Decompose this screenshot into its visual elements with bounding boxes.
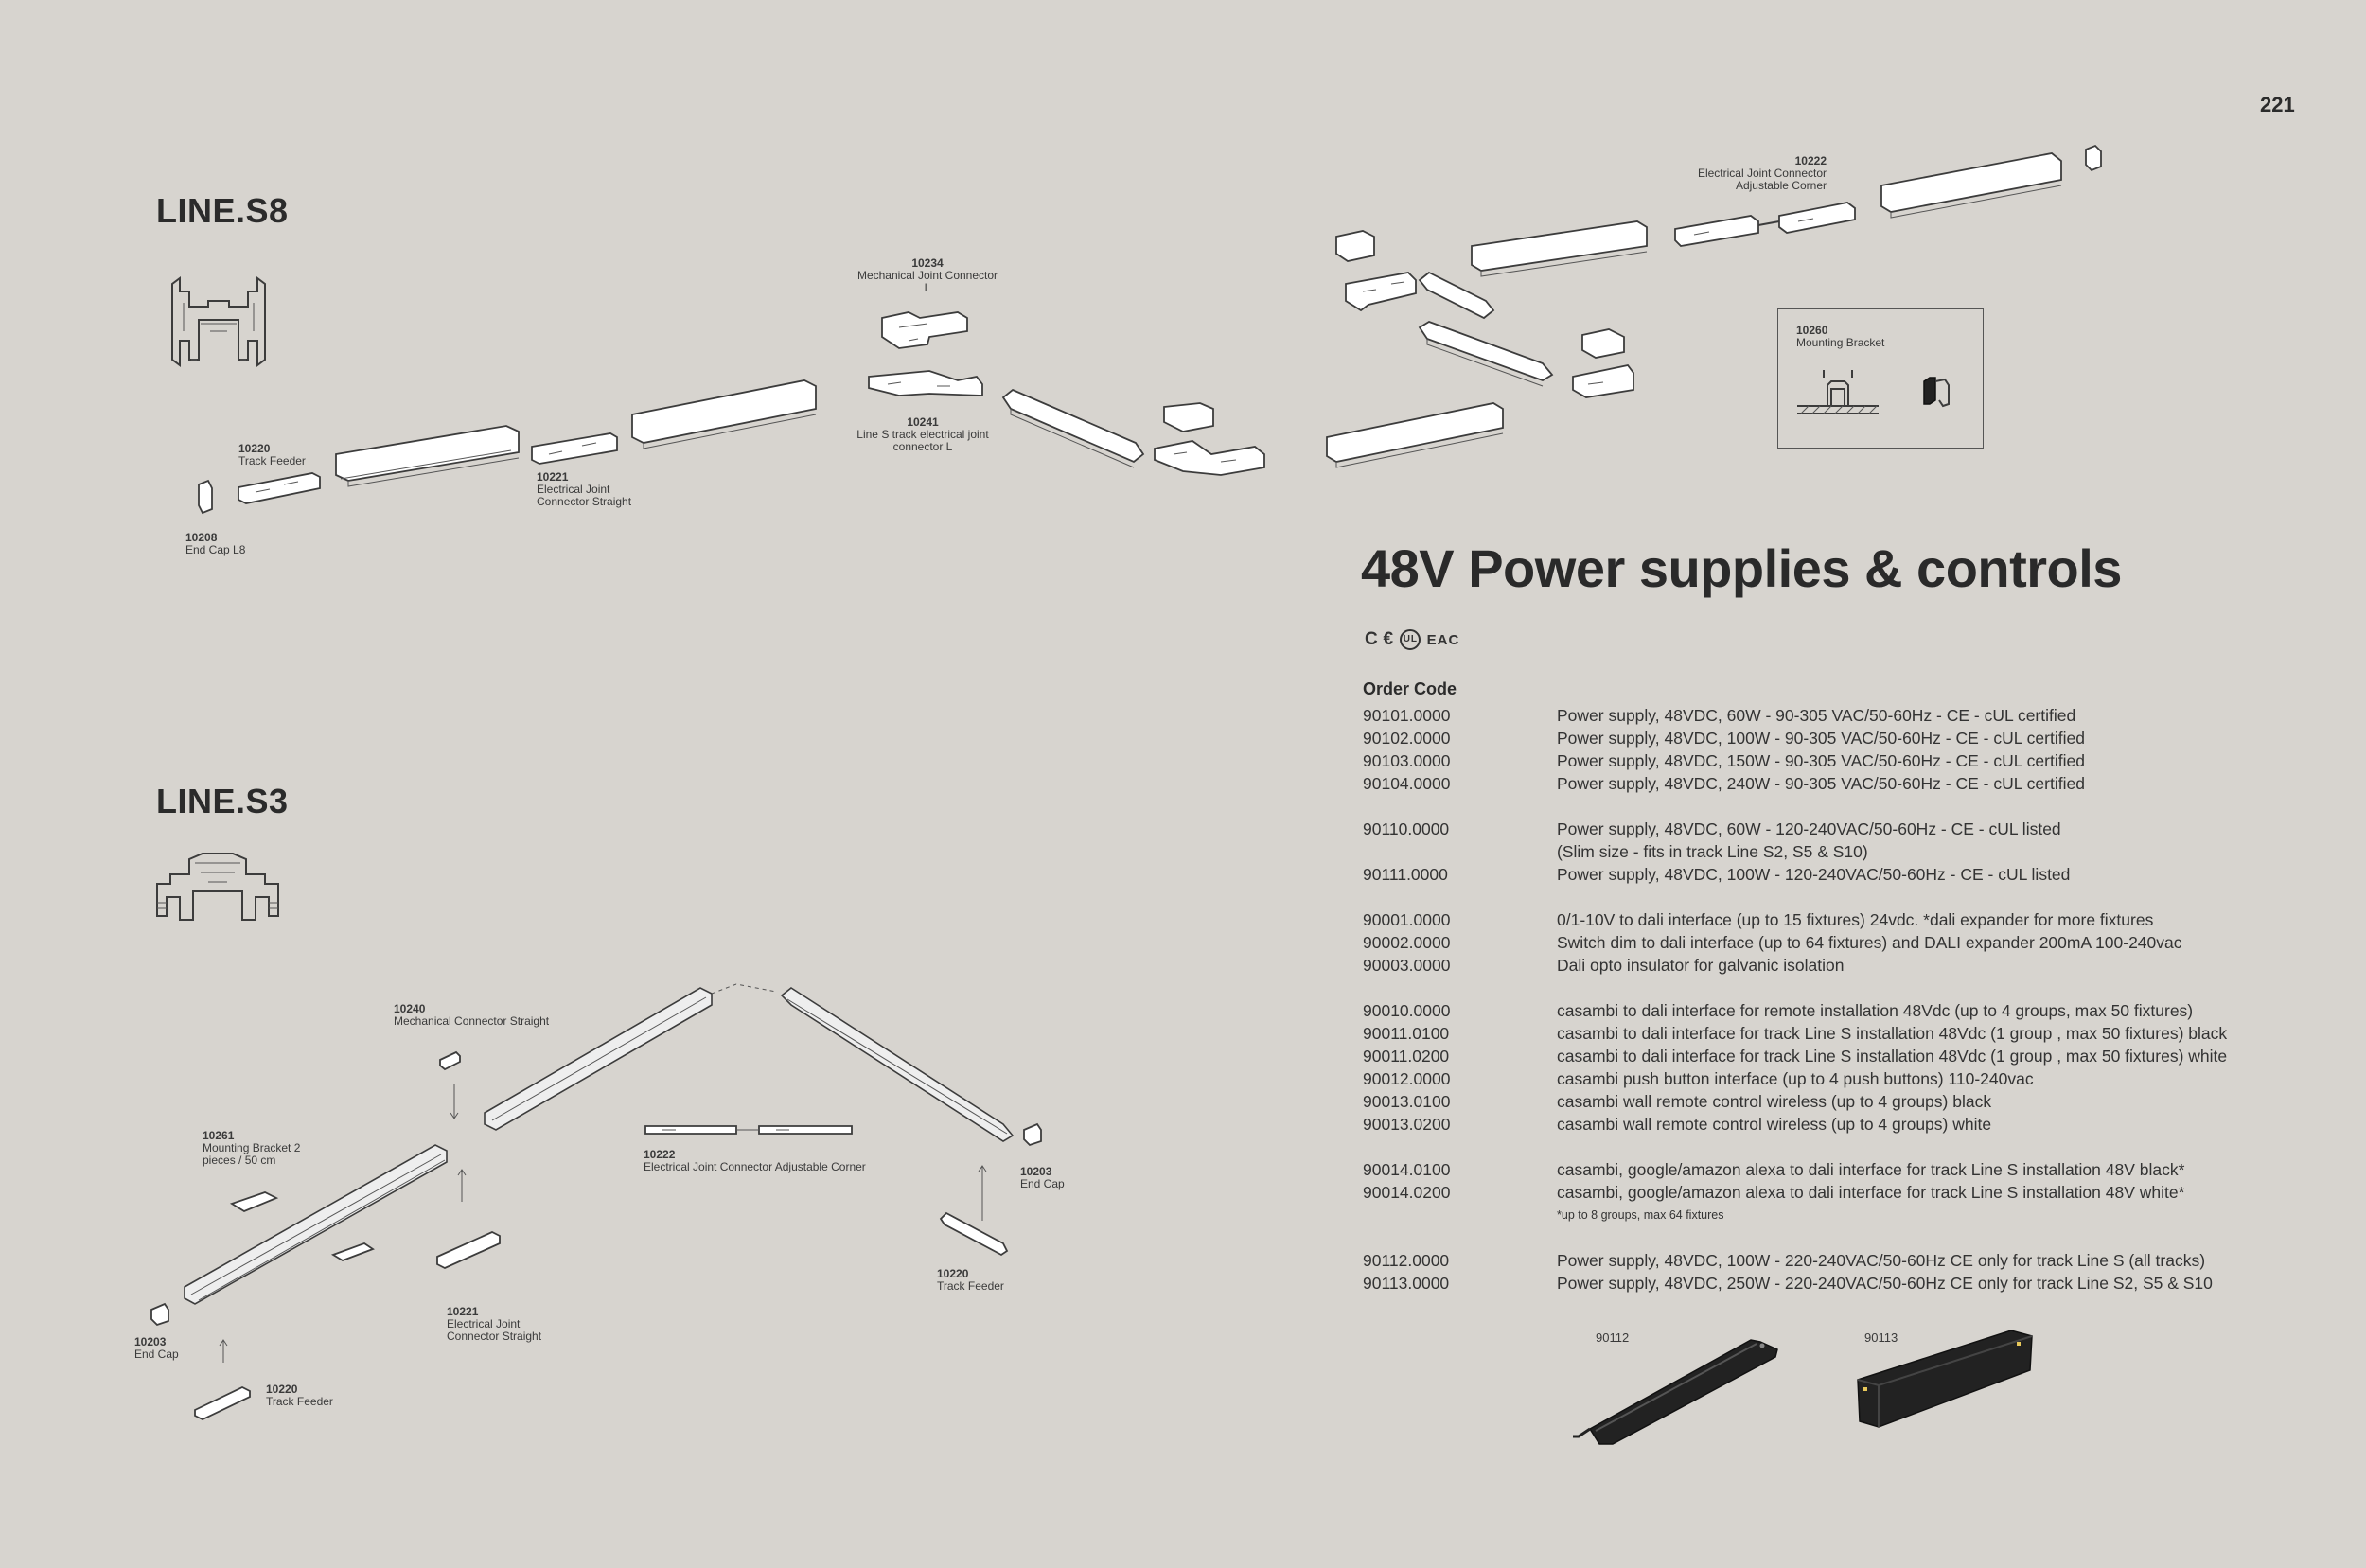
- line-s8-profile-drawing: [171, 276, 266, 367]
- eac-mark-icon: EAC: [1426, 632, 1460, 649]
- cul-mark-icon: UL: [1400, 629, 1421, 650]
- power-supply-90112-image: [1573, 1339, 1778, 1445]
- product-label-90113: 90113: [1864, 1330, 1898, 1345]
- rail-segment-2: [631, 379, 817, 444]
- s3-rail-upper-right: [780, 987, 1015, 1142]
- power-supply-90113-image: [1857, 1330, 2033, 1428]
- table-row-footnote: *up to 8 groups, max 64 fixtures: [1557, 1208, 1724, 1222]
- certification-marks: C € UL EAC: [1365, 629, 1459, 650]
- line-s3-title: LINE.S3: [156, 782, 289, 820]
- mounting-bracket-drawing: [1797, 370, 1950, 414]
- rail-segment-5: [1418, 321, 1554, 381]
- rail-segment-3: [1001, 388, 1145, 464]
- track-feeder-drawing: [238, 472, 321, 504]
- rail-segment-6: [1471, 220, 1648, 272]
- product-label-90112: 90112: [1596, 1330, 1630, 1345]
- rail-segment-1: [335, 425, 520, 482]
- mechanical-joint-l-drawing: [881, 311, 968, 349]
- line-s3-exploded-drawing: [150, 983, 1042, 1421]
- line-s8-title: LINE.S8: [156, 191, 289, 230]
- table-row: (Slim size - fits in track Line S2, S5 &…: [1557, 842, 1868, 861]
- adjustable-corner-drawing: [1674, 215, 1759, 247]
- page-number: 221: [2260, 93, 2295, 116]
- power-section-title: 48V Power supplies & controls: [1361, 538, 2122, 598]
- line-s3-profile-drawing: [156, 853, 279, 921]
- connector-straight-drawing: [531, 432, 618, 465]
- rail-segment-7: [1880, 152, 2062, 213]
- end-cap-l8-drawing: [198, 479, 213, 515]
- electrical-joint-l-drawing: [868, 370, 983, 396]
- ce-mark-icon: C €: [1365, 629, 1395, 650]
- line-s8-exploded-drawing: [198, 144, 2102, 515]
- rail-segment-4: [1326, 402, 1504, 463]
- order-code-heading: Order Code: [1363, 679, 1457, 698]
